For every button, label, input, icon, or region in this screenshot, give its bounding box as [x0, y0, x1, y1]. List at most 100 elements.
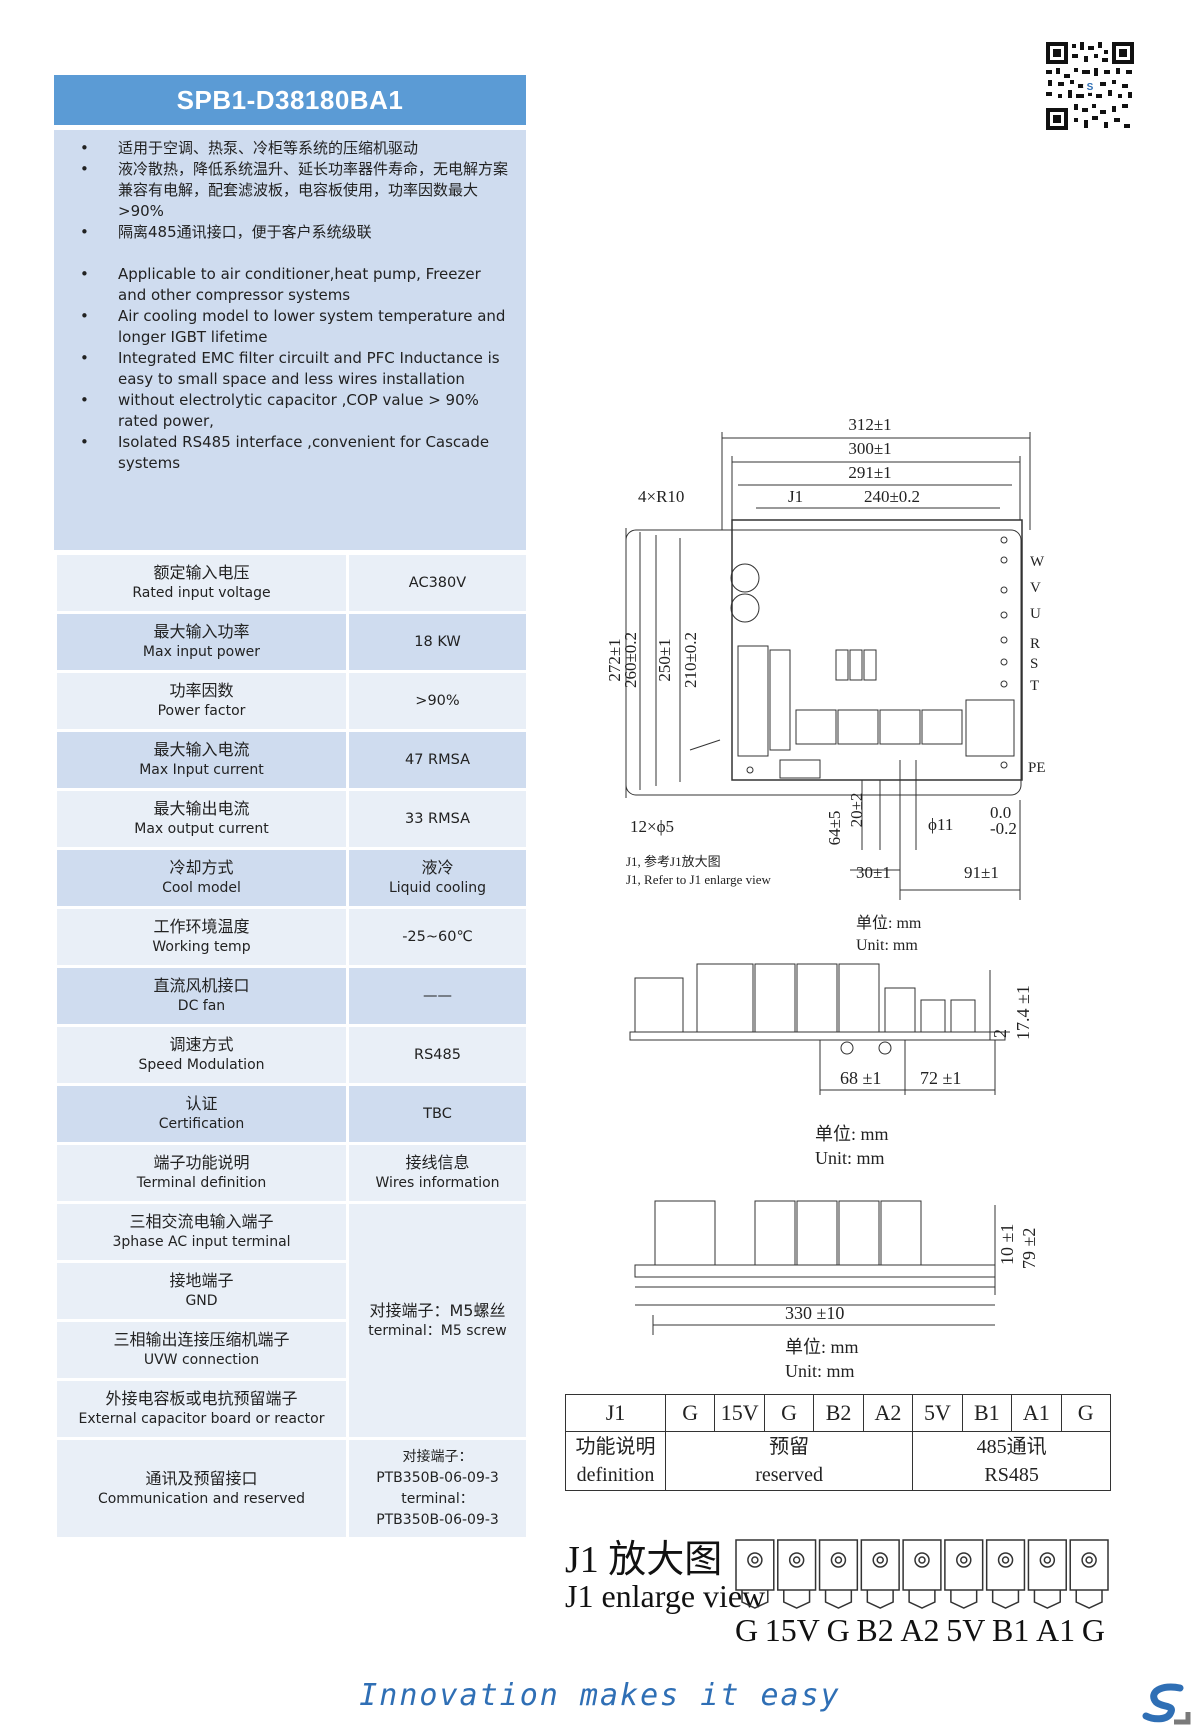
connector-pin-contact	[834, 1556, 843, 1564]
svg-text:V: V	[1030, 580, 1041, 596]
top-view-drawing: 312±1 300±1 291±1 240±0.2 4×R10 J1 272±1…	[605, 415, 1046, 954]
connector-pin-contact	[1001, 1556, 1010, 1564]
connector-pin-contact	[751, 1556, 759, 1564]
pin-label: A2	[900, 1612, 940, 1648]
pin-label: G	[735, 1612, 759, 1648]
connector-pin-latch	[1075, 1590, 1103, 1609]
connector-pin-hole	[956, 1552, 972, 1568]
svg-text:12×ϕ5: 12×ϕ5	[630, 817, 674, 836]
feature-item-en: •Integrated EMC filter circuilt and PFC …	[80, 349, 500, 388]
feature-item-en: •Applicable to air conditioner,heat pump…	[80, 265, 481, 304]
svg-text:Unit: mm: Unit: mm	[856, 937, 918, 954]
connector-pin-latch	[783, 1590, 811, 1609]
connector-pin	[735, 1539, 775, 1591]
connector-pin-hole	[830, 1552, 847, 1568]
connector-pin-contact	[792, 1556, 801, 1564]
svg-text:4×R10: 4×R10	[638, 487, 684, 506]
pin-label: A1	[1036, 1612, 1076, 1648]
connector-pin	[1069, 1539, 1109, 1591]
connector-pin-hole	[788, 1552, 805, 1568]
company-logo-icon	[1142, 1683, 1191, 1725]
svg-text:ϕ11: ϕ11	[928, 815, 953, 834]
connector-pin-latch	[866, 1590, 894, 1609]
connector-pin	[1027, 1539, 1067, 1591]
svg-text:S: S	[1030, 656, 1038, 672]
svg-text:10 ±1: 10 ±1	[997, 1224, 1017, 1265]
connector-pin-contact	[1085, 1556, 1093, 1564]
svg-text:J1, Refer to J1 enlarge view: J1, Refer to J1 enlarge view	[626, 872, 771, 887]
svg-text:0.0: 0.0	[990, 803, 1011, 822]
connector-pin-contact	[918, 1556, 926, 1564]
connector-pin-latch	[741, 1590, 769, 1609]
svg-text:W: W	[1030, 554, 1045, 570]
pin-label: B1	[992, 1612, 1030, 1648]
feature-item-en: •Isolated RS485 interface ,convenient fo…	[80, 433, 490, 472]
connector-pin-hole	[872, 1552, 888, 1568]
product-title: SPB1-D38180BA1	[54, 75, 526, 125]
connector-pin-hole	[914, 1552, 930, 1568]
footer-slogan: Innovation makes it easy	[359, 1678, 841, 1713]
feature-item-cn: •隔离485通讯接口，便于客户系统级联	[80, 223, 372, 241]
connector-pin-contact	[876, 1556, 884, 1564]
svg-text:30±1: 30±1	[856, 863, 891, 882]
svg-text:R: R	[1030, 636, 1040, 652]
svg-text:单位: mm: 单位: mm	[785, 1337, 859, 1357]
j1-enlarge-subtitle: J1 enlarge view	[565, 1578, 766, 1614]
svg-text:91±1: 91±1	[964, 863, 999, 882]
svg-text:240±0.2: 240±0.2	[864, 487, 920, 506]
svg-text:64±5: 64±5	[825, 811, 844, 846]
feature-item-cn: •液冷散热，降低系统温升、延长功率器件寿命，无电解方案兼容有电解，配套滤波板，电…	[80, 160, 509, 220]
connector-pin	[860, 1539, 900, 1591]
svg-text:250±1: 250±1	[655, 638, 674, 681]
front-view-drawing: 330 ±10 10 ±1 79 ±2 单位: mm Unit: mm	[634, 1200, 1039, 1381]
pin-label: B2	[856, 1612, 894, 1648]
connector-pin-latch	[1033, 1590, 1061, 1609]
connector-pin	[944, 1539, 984, 1591]
svg-text:72 ±1: 72 ±1	[920, 1068, 961, 1088]
connector-pin-contact	[960, 1556, 968, 1564]
connector-pin	[818, 1539, 859, 1591]
svg-text:260±0.2: 260±0.2	[621, 632, 640, 688]
svg-text:Unit: mm: Unit: mm	[785, 1361, 855, 1381]
connector-pin-hole	[997, 1552, 1014, 1568]
svg-text:单位: mm: 单位: mm	[815, 1124, 889, 1144]
svg-text:312±1: 312±1	[848, 415, 891, 434]
pin-label: 15V	[764, 1612, 820, 1648]
pin-label: G	[1081, 1612, 1105, 1648]
svg-text:S: S	[1087, 82, 1094, 93]
qr-code-icon: S	[1044, 40, 1136, 132]
connector-pin-hole	[1081, 1552, 1097, 1568]
connector-pin-hole	[747, 1552, 763, 1568]
side-view-drawing: 68 ±1 72 ±1 2 17.4 ±1 单位: mm Unit: mm	[629, 963, 1033, 1168]
j1-connector-icon	[735, 1539, 1109, 1609]
pin-label: G	[826, 1612, 850, 1648]
connector-pin-hole	[1039, 1552, 1056, 1568]
svg-text:U: U	[1030, 606, 1041, 622]
svg-text:J1: J1	[788, 487, 803, 506]
connector-pin-latch	[908, 1590, 936, 1609]
svg-text:300±1: 300±1	[848, 439, 891, 458]
connector-pin	[777, 1539, 817, 1591]
j1-enlarge-title: J1 放大图	[565, 1539, 723, 1581]
svg-text:291±1: 291±1	[848, 463, 891, 482]
svg-text:20±2: 20±2	[847, 793, 866, 828]
svg-text:210±0.2: 210±0.2	[681, 632, 700, 688]
connector-pin-latch	[991, 1590, 1020, 1609]
pin-label: 5V	[946, 1612, 986, 1648]
